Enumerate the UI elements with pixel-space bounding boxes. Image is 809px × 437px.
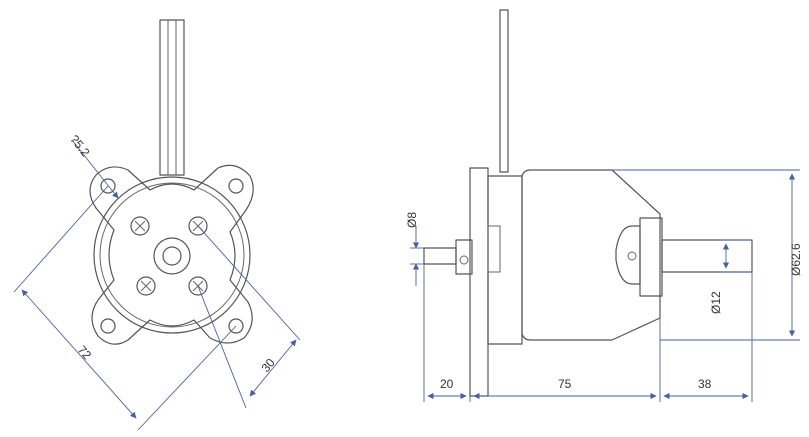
side-collar-screw <box>459 255 469 265</box>
side-motor-body <box>521 169 661 341</box>
shaft-hub-inner <box>162 246 182 266</box>
side-mount-slot <box>487 225 501 273</box>
dimension-shaft-diameter: Ø8 <box>405 212 424 286</box>
dimension-diagonal-spacing: 72 <box>13 185 237 431</box>
mount-plate <box>89 164 254 345</box>
dimension-body-diameter: Ø62.6 <box>612 169 803 341</box>
dimension-hole-diameter: ?5.2 <box>67 132 119 199</box>
mount-hole-bottom-left <box>100 318 116 334</box>
label-rear-length: 38 <box>698 377 712 391</box>
motor-wires <box>159 19 185 176</box>
label-front-length: 20 <box>440 377 454 391</box>
side-rear-shaft <box>661 239 753 273</box>
screw-top-left <box>130 216 150 236</box>
mount-hole-top-left <box>100 178 116 194</box>
shaft-hub-outer <box>153 237 191 275</box>
side-vent-hole <box>627 251 637 261</box>
label-rear-shaft-diameter: Ø12 <box>709 291 723 314</box>
mount-hole-bottom-right <box>228 318 244 334</box>
label-shaft-diameter: Ø8 <box>405 212 419 228</box>
motor-can-outline <box>93 176 251 334</box>
label-inner-spacing: 30 <box>258 356 278 375</box>
side-front-shaft <box>423 247 457 265</box>
label-diagonal-spacing: 72 <box>75 343 95 363</box>
side-mount-plate <box>469 167 489 397</box>
label-hole-diameter: ?5.2 <box>67 132 93 159</box>
screw-bottom-left <box>136 276 156 296</box>
dimension-rear-shaft-diameter: Ø12 <box>709 239 752 314</box>
side-rear-hub <box>639 217 663 297</box>
motor-can-inner-ring <box>99 182 245 328</box>
side-wire <box>499 9 509 173</box>
side-mount-hub <box>487 175 523 345</box>
label-body-diameter: Ø62.6 <box>789 243 803 276</box>
side-view: Ø8 Ø62.6 Ø12 20 75 38 <box>405 9 803 402</box>
front-view: ?5.2 72 30 <box>13 19 301 431</box>
mount-hole-top-right <box>228 178 244 194</box>
dimension-inner-spacing: 30 <box>197 225 301 409</box>
dimension-lengths: 20 75 38 <box>423 264 753 402</box>
label-body-length: 75 <box>558 377 572 391</box>
